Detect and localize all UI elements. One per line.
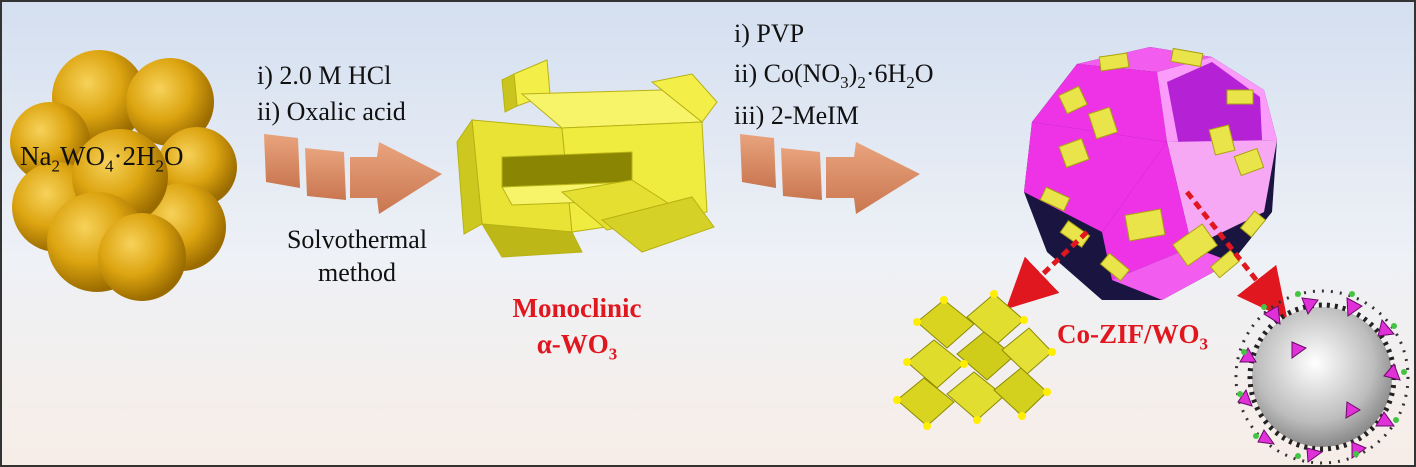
step2-subscript: 2 [906,73,915,93]
wo3-octahedra-lattice [893,290,1056,430]
precursor-subscript: 2 [51,156,60,176]
pointer-arrow-left [1005,230,1089,310]
step2-subscript: 3 [840,73,849,93]
step2-formula-part: ii) Co(NO [734,59,841,88]
precursor-label-part: Na [20,141,52,171]
step2-formula-part: ) [848,59,858,88]
process-arrow-2 [740,134,920,214]
method-line-2: method [318,258,396,288]
precursor-subscript: 4 [104,156,114,176]
intermediate-subscript: 3 [608,344,618,364]
zif-cage [1234,289,1410,465]
method-line-1: Solvothermal [286,225,428,254]
precursor-label-part: ·2H [113,141,156,171]
process-arrow-1 [264,134,442,214]
intermediate-line-1: Monoclinic [512,293,642,323]
step2-condition-2: ii) Co(NO3)2·6H2O [734,60,934,92]
step1-method: Solvothermal method [257,226,457,287]
step2-formula-part: ·6H [865,59,907,88]
intermediate-formula: α-WO [536,329,609,360]
wo3-crystal [456,59,718,258]
zif-polyhedron [1024,47,1277,300]
precursor-subscript: 2 [155,156,164,176]
product-formula: Co-ZIF/WO [1057,319,1200,349]
step2-condition-1: i) PVP [734,19,805,48]
step2-condition-3: iii) 2-MeIM [734,101,859,130]
intermediate-label: Monoclinic α-WO3 [472,294,682,364]
product-subscript: 3 [1199,334,1209,354]
sphere-cluster [10,50,237,301]
pointer-arrow-right [1185,190,1288,320]
precursor-label-part: WO [59,141,105,171]
precursor-label-part: O [163,141,184,171]
step2-formula-part: O [914,59,934,88]
intermediate-line-2: α-WO3 [472,330,682,363]
step1-condition-2: ii) Oxalic acid [257,97,406,126]
step1-condition-1: i) 2.0 M HCl [257,61,392,90]
step2-subscript: 2 [857,73,866,93]
precursor-label: Na2WO4·2H2O [20,142,183,175]
product-label: Co-ZIF/WO3 [1057,320,1208,353]
